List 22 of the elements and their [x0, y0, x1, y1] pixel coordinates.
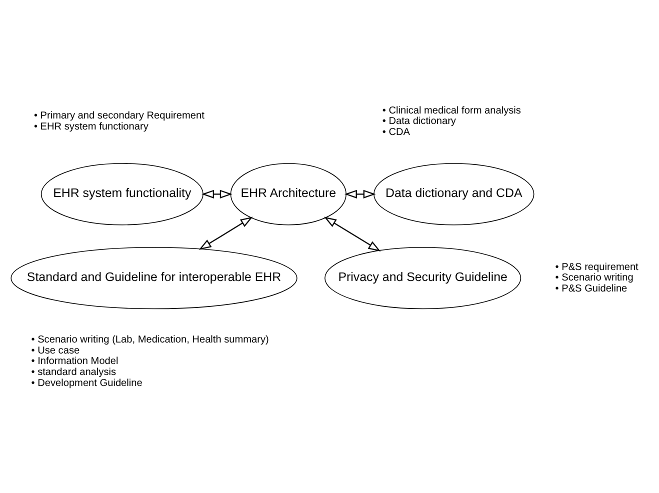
arrow — [198, 216, 253, 250]
node-label: • EHR system functionary — [34, 121, 148, 132]
node-label: • Clinical medical form analysis — [382, 104, 521, 116]
node-label: • Primary and secondary Requirement — [34, 110, 204, 122]
node-label: • Scenario writing (Lab, Medication, Health summary) — [31, 334, 269, 345]
arrow — [324, 216, 381, 251]
node-label: • Scenario writing — [555, 272, 634, 284]
node-ellipse: Standard and Guideline for interoperable EHR — [10, 246, 298, 309]
node-label: • CDA — [382, 126, 410, 138]
arrow — [202, 189, 232, 198]
node-label: • P&S Guideline — [555, 283, 628, 294]
node-ellipse: Data dictionary and CDA — [374, 162, 534, 225]
node-ellipse: EHR Architecture — [230, 162, 346, 225]
node-ellipse: EHR system functionality — [40, 162, 204, 225]
node-label: • Information Model — [31, 356, 118, 367]
node-ellipse: Privacy and Security Guideline — [324, 246, 522, 309]
node-label: • Data dictionary — [382, 116, 456, 127]
node-label: • P&S requirement — [555, 261, 638, 272]
node-label: • standard analysis — [31, 366, 116, 378]
node-label: • Development Guideline — [31, 377, 142, 388]
node-label: • Use case — [31, 344, 80, 356]
arrow — [344, 189, 376, 198]
